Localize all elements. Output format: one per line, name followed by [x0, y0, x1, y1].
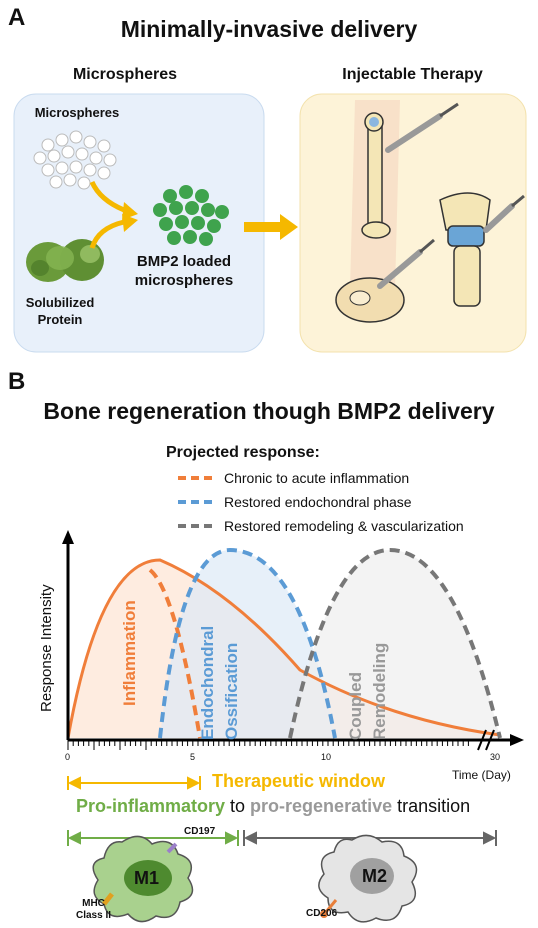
legend-item-remodeling: Restored remodeling & vascularization [178, 514, 464, 538]
mhc-class-ii-label: MHC Class II [76, 898, 111, 922]
injectable-therapy-heading: Injectable Therapy [342, 66, 483, 83]
x-tick-5: 5 [190, 752, 196, 762]
loaded-label-line2: microspheres [134, 272, 234, 289]
solubilized-protein-icon [26, 239, 104, 282]
therapeutic-window-label: Therapeutic window [212, 771, 386, 791]
x-axis-ticks [67, 740, 469, 750]
endochondral-label: Endochondral [198, 625, 217, 740]
solubilized-protein-label: Solubilized Protein [20, 294, 100, 328]
microspheres-label: Microspheres [34, 105, 120, 120]
mhc-line1: MHC [82, 898, 105, 909]
legend: Chronic to acute inflammation Restored e… [178, 466, 464, 538]
legend-swatch-blue [178, 500, 212, 504]
microspheres-heading: Microspheres [72, 66, 178, 83]
axis-break-2 [485, 729, 495, 751]
endochondral-dashed [158, 547, 337, 739]
legend-label: Restored endochondral phase [224, 494, 412, 510]
pro-inflammatory-text: Pro-inflammatory [76, 796, 226, 816]
ossification-label: Ossification [222, 642, 241, 740]
loaded-label-line1: BMP2 loaded [136, 253, 232, 270]
inflammation-curve [66, 558, 501, 739]
x-axis-arrow [510, 734, 524, 746]
x-axis-label: Time (Day) [452, 768, 511, 782]
therapeutic-window-bracket [67, 776, 201, 790]
cd206-label: CD206 [306, 908, 338, 919]
merge-arrows-icon [89, 180, 125, 249]
panel-a-title: Minimally-invasive delivery [120, 16, 418, 42]
protein-label-line1: Solubilized [25, 295, 95, 310]
to-text: to [225, 796, 251, 816]
knee-injection-icon [439, 192, 525, 307]
panel-b-letter: B [8, 368, 26, 395]
legend-label: Restored remodeling & vascularization [224, 518, 464, 534]
pro-regenerative-text: pro-regenerative [250, 796, 393, 816]
legend-swatch-gray [178, 524, 212, 528]
y-axis-label: Response Intensity [38, 584, 55, 712]
transition-text: transition [392, 796, 471, 816]
m1-macrophage-icon [92, 835, 194, 923]
panel-a-letter: A [8, 4, 26, 31]
legend-swatch-orange [178, 476, 212, 480]
x-tick-0: 0 [65, 752, 71, 762]
pro-inflammatory-bracket [67, 830, 239, 846]
bmp2-loaded-label: BMP2 loaded microspheres [124, 252, 244, 290]
panel-a-illustration [13, 93, 527, 353]
legend-item-inflammation: Chronic to acute inflammation [178, 466, 464, 490]
remodeling-label: Remodeling [370, 642, 389, 740]
bmp2-loaded-microspheres-icon [153, 185, 229, 246]
panel-b-title: Bone regeneration though BMP2 delivery [43, 398, 495, 424]
x-tick-10: 10 [321, 752, 332, 762]
y-axis-arrow [62, 530, 74, 544]
legend-label: Chronic to acute inflammation [224, 470, 410, 486]
mhc-line2: Class II [76, 910, 112, 921]
m2-label: M2 [362, 866, 388, 886]
macrophage-illustrations [92, 834, 418, 923]
femur-injection-icon [350, 100, 459, 290]
remodeling-dashed [288, 547, 502, 739]
response-chart [62, 530, 524, 751]
x-tick-30: 30 [490, 752, 501, 762]
spine-injection-icon [335, 238, 435, 323]
m2-macrophage-icon [318, 834, 418, 923]
legend-item-endochondral: Restored endochondral phase [178, 490, 464, 514]
transition-label: Pro-inflammatory to pro-regenerative tra… [76, 796, 470, 817]
coupled-label: Coupled [346, 672, 365, 740]
inflammation-label: Inflammation [120, 600, 139, 706]
axis-break-1 [477, 729, 487, 751]
m1-label: M1 [134, 868, 160, 888]
protein-label-line2: Protein [37, 312, 83, 327]
legend-title: Projected response: [166, 444, 320, 461]
acute-inflammation-dashed [148, 568, 202, 739]
cd197-label: CD197 [184, 826, 216, 837]
empty-microspheres-icon [33, 130, 117, 190]
delivery-arrow-icon [244, 214, 298, 240]
